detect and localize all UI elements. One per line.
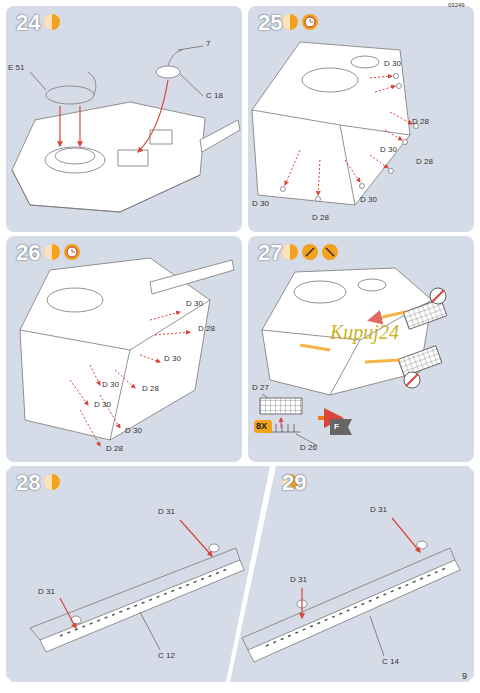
step-number: 26 — [16, 242, 40, 264]
callout-label: D 31 — [370, 506, 387, 514]
step-number: 29 — [282, 472, 306, 494]
callout-label: C 18 — [206, 92, 223, 100]
callout-label: D 31 — [290, 576, 307, 584]
callout-label: D 30 — [252, 200, 269, 208]
callout-label: 7 — [206, 40, 210, 48]
callout-label: D 30 — [94, 401, 111, 409]
callout-label: D 30 — [384, 60, 401, 68]
callout-label: D 26 — [300, 444, 317, 452]
step-panel: 29 — [230, 466, 474, 682]
step-panel: 26 — [6, 236, 242, 462]
callout-label: D 30 — [102, 381, 119, 389]
step-number: 25 — [258, 12, 282, 34]
step-number: 27 — [258, 242, 282, 264]
callout-label: D 31 — [158, 508, 175, 516]
callout-label: D 28 — [416, 158, 433, 166]
panel-shape — [248, 236, 474, 462]
callout-label: D 28 — [142, 385, 159, 393]
quantity-badge: 8X — [256, 422, 267, 431]
step-panel: 27 — [248, 236, 474, 462]
panel-shape — [230, 466, 474, 682]
step-panel: 28 — [6, 466, 270, 682]
callout-label: D 30 — [360, 196, 377, 204]
callout-label: D 27 — [252, 384, 269, 392]
kit-number: 03249 — [448, 2, 465, 8]
callout-label: D 30 — [164, 355, 181, 363]
callout-label: D 30 — [125, 427, 142, 435]
page-number: 9 — [462, 672, 467, 681]
callout-label: D 30 — [186, 300, 203, 308]
callout-label: D 30 — [380, 146, 397, 154]
callout-label: D 28 — [312, 214, 329, 222]
panel-shape — [6, 236, 242, 462]
callout-label: C 12 — [158, 652, 175, 660]
step-number: 28 — [16, 472, 40, 494]
watermark: Kupuj24 — [330, 322, 399, 342]
callout-label: C 14 — [382, 658, 399, 666]
callout-label: D 28 — [412, 118, 429, 126]
callout-label: D 31 — [38, 588, 55, 596]
callout-label: D 28 — [198, 325, 215, 333]
step-number: 24 — [16, 12, 40, 34]
callout-label: D 28 — [106, 445, 123, 453]
callout-label: E 51 — [8, 64, 24, 72]
panel-shape — [6, 466, 270, 682]
flag-letter: F — [334, 423, 339, 431]
